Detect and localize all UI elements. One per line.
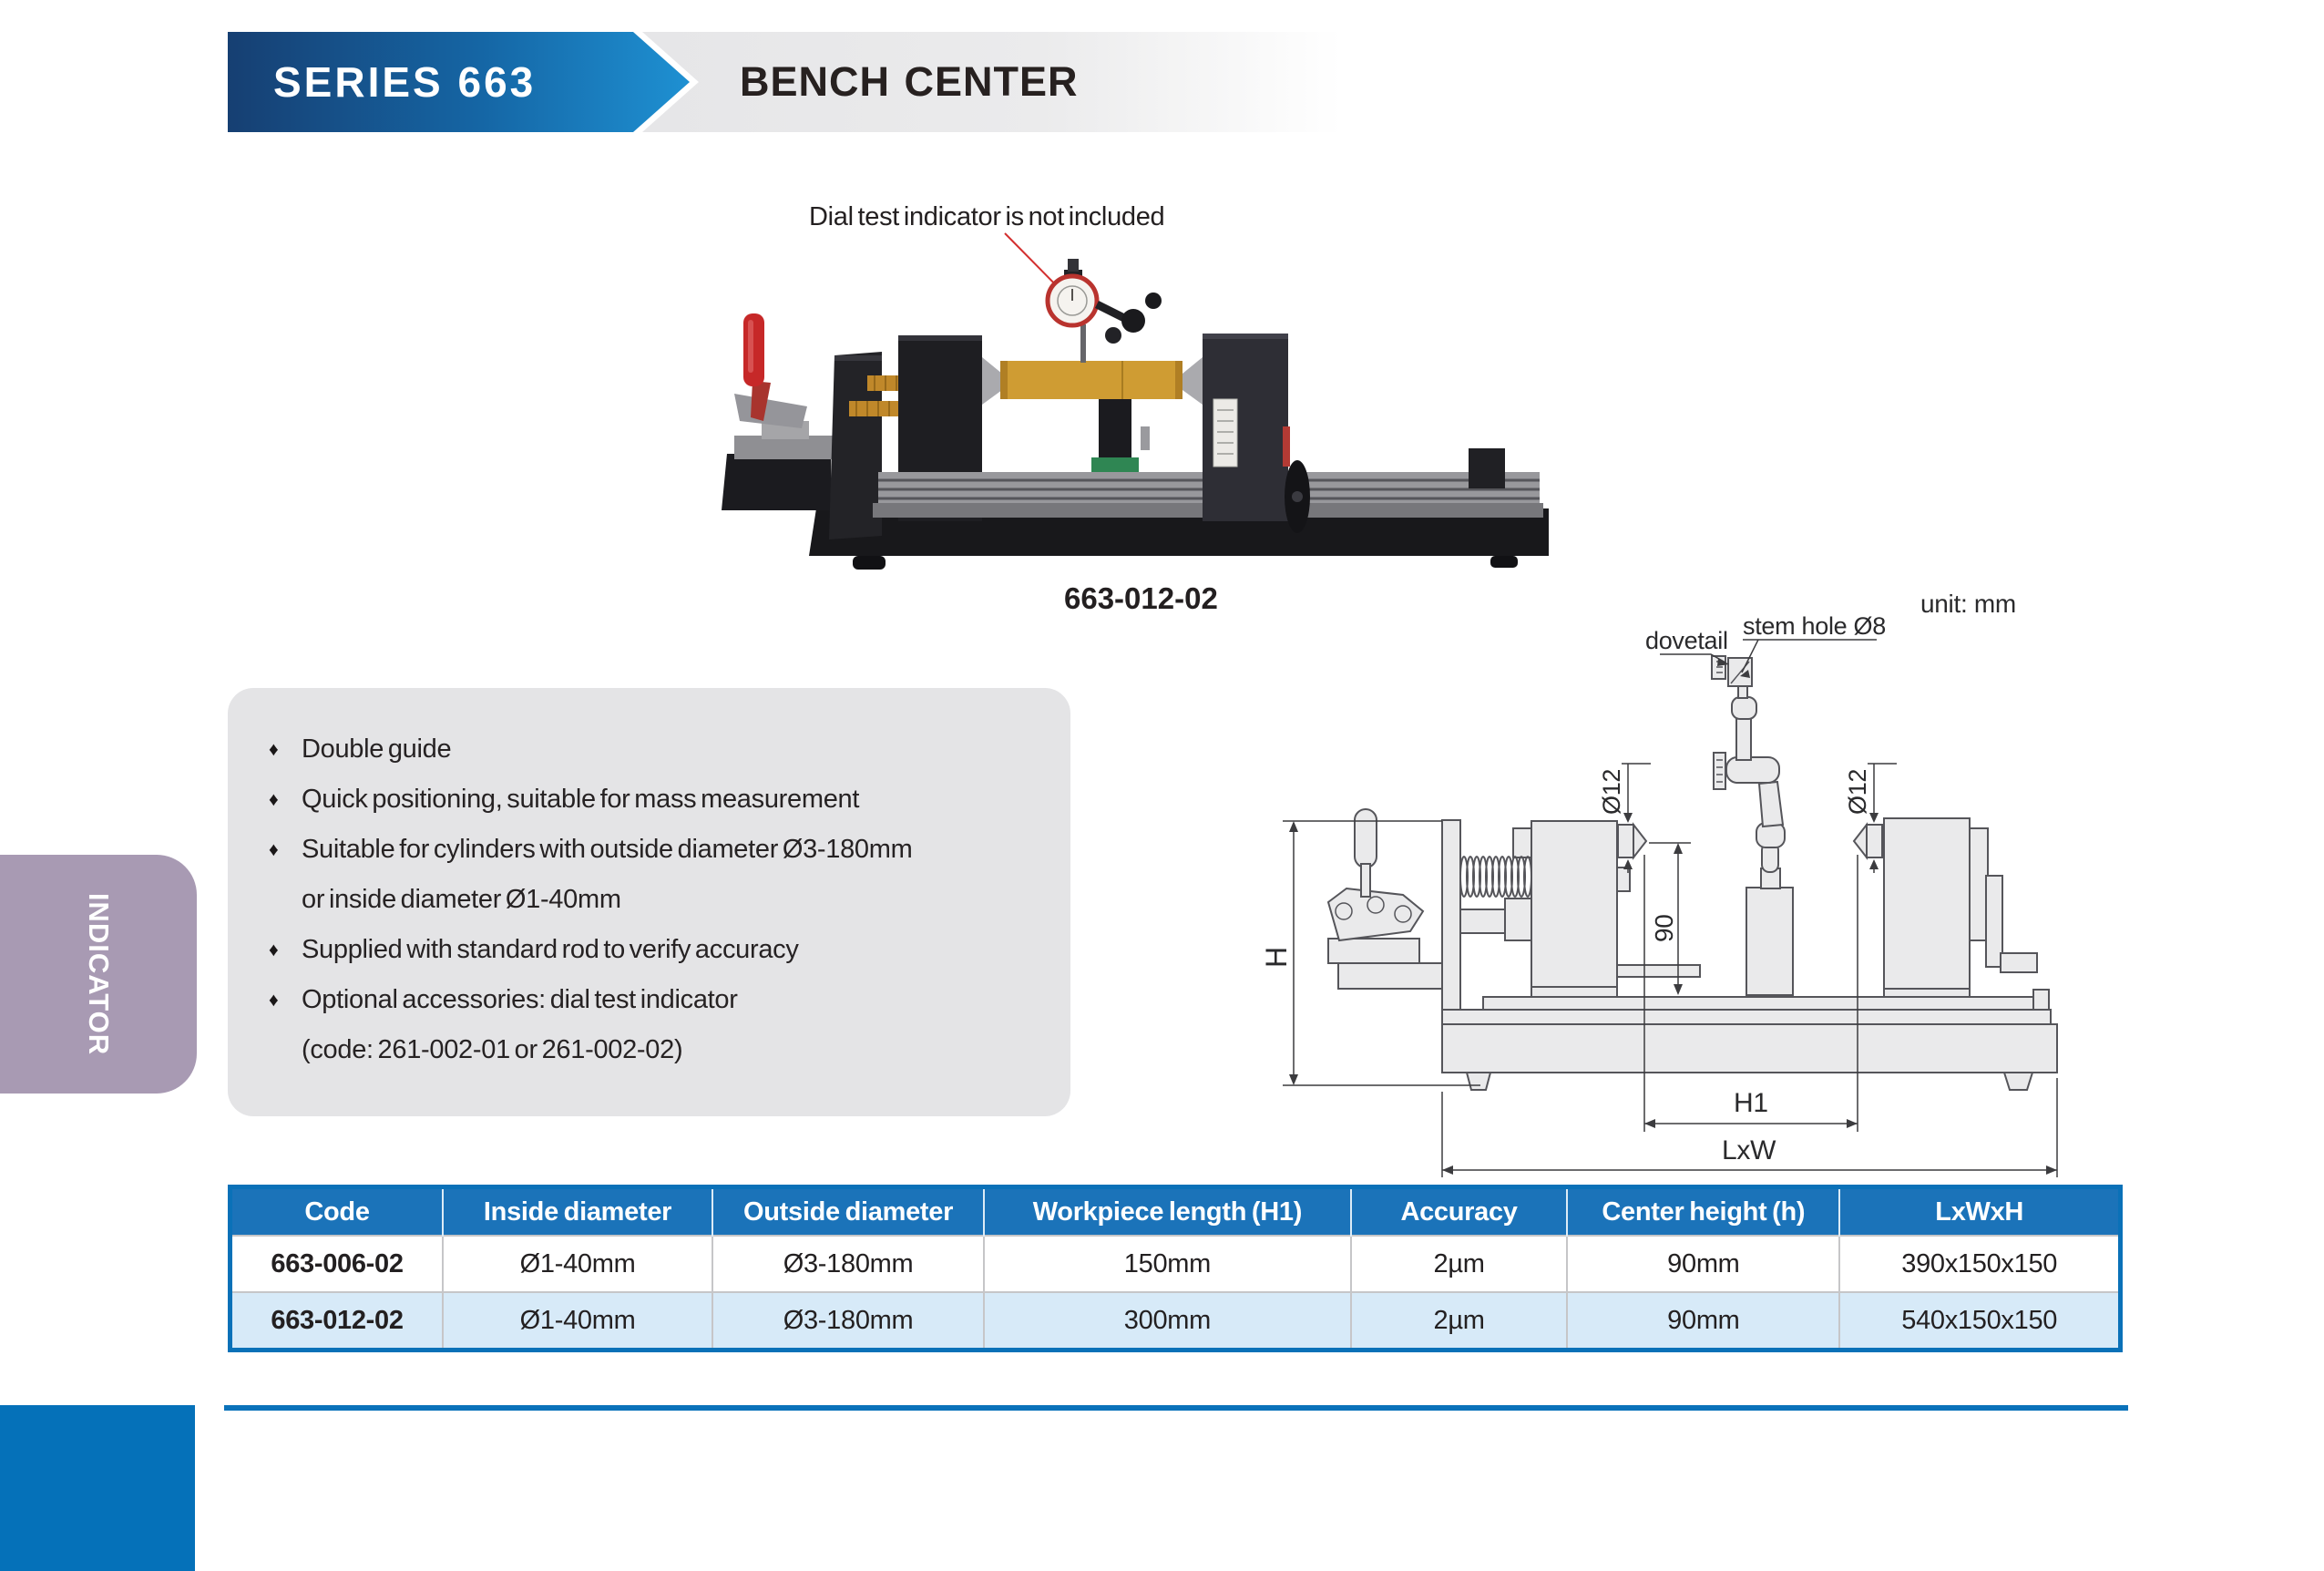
cell-workpiece-length: 150mm: [983, 1235, 1351, 1292]
cell-inside-diameter: Ø1-40mm: [442, 1235, 713, 1292]
table-row: 663-012-02 Ø1-40mm Ø3-180mm 300mm 2µm 90…: [230, 1291, 2121, 1350]
col-header-outside-diameter: Outside diameter: [712, 1186, 985, 1236]
dim-h1-label: H1: [1734, 1088, 1768, 1118]
cell-center-height: 90mm: [1566, 1291, 1840, 1350]
feature-item-continuation: or inside diameter Ø1-40mm: [302, 885, 621, 914]
bottom-left-corner-block: [0, 1405, 195, 1571]
cell-outside-diameter: Ø3-180mm: [712, 1291, 985, 1350]
dim-lxw-label: LxW: [1722, 1135, 1776, 1165]
series-label: SERIES 663: [273, 58, 537, 106]
stem-hole-label: stem hole Ø8: [1743, 612, 1886, 640]
photo-annotation: Dial test indicator is not included: [809, 202, 1165, 231]
technical-drawing: unit: mm dovetail stem hole Ø8 Ø12 Ø12 9…: [1260, 590, 2058, 1177]
cell-center-height: 90mm: [1566, 1235, 1840, 1292]
cell-accuracy: 2µm: [1349, 1291, 1568, 1350]
feature-item: ♦Supplied with standard rod to verify ac…: [269, 931, 799, 968]
cell-inside-diameter: Ø1-40mm: [442, 1291, 713, 1350]
cell-lxwxh: 540x150x150: [1838, 1291, 2121, 1350]
cell-code: 663-006-02: [230, 1235, 444, 1292]
col-header-code: Code: [230, 1186, 444, 1236]
col-header-accuracy: Accuracy: [1349, 1186, 1568, 1236]
feature-item-continuation: (code: 261-002-01 or 261-002-02): [302, 1035, 683, 1064]
spring-coils: [1459, 856, 1532, 898]
cell-accuracy: 2µm: [1349, 1235, 1568, 1292]
bullet-diamond-icon: ♦: [269, 739, 279, 760]
cell-lxwxh: 390x150x150: [1838, 1235, 2121, 1292]
col-header-inside-diameter: Inside diameter: [442, 1186, 713, 1236]
workpiece-cylinder: [1000, 361, 1182, 399]
feature-item: ♦Double guide: [269, 731, 452, 767]
center-height-90-label: 90: [1650, 914, 1678, 942]
bottom-separator-rule: [224, 1405, 2128, 1411]
product-code-caption: 663-012-02: [1064, 581, 1218, 615]
table-row: 663-006-02 Ø1-40mm Ø3-180mm 150mm 2µm 90…: [230, 1235, 2121, 1292]
feature-item: ♦Optional accessories: dial test indicat…: [269, 981, 738, 1018]
product-photo: [722, 232, 1549, 570]
col-header-lxwxh: LxWxH: [1838, 1186, 2121, 1236]
spec-sticker: [1213, 398, 1238, 467]
dovetail-label: dovetail: [1645, 627, 1728, 654]
cell-workpiece-length: 300mm: [983, 1291, 1351, 1350]
bullet-diamond-icon: ♦: [269, 789, 279, 810]
bullet-diamond-icon: ♦: [269, 839, 279, 860]
table-header-row: Code Inside diameter Outside diameter Wo…: [230, 1186, 2121, 1236]
feature-item: ♦Suitable for cylinders with outside dia…: [269, 831, 913, 868]
feature-item: ♦Quick positioning, suitable for mass me…: [269, 781, 859, 817]
unit-label: unit: mm: [1920, 590, 2016, 618]
header-series-arrow: [228, 32, 690, 132]
dial-indicator: [1045, 259, 1162, 363]
linear-guide-block: [1091, 457, 1139, 472]
dim-h-label: H: [1260, 947, 1293, 968]
cell-code: 663-012-02: [230, 1291, 444, 1350]
cell-outside-diameter: Ø3-180mm: [712, 1235, 985, 1292]
feature-box: ♦Double guide ♦Quick positioning, suitab…: [228, 688, 1070, 1116]
page-title: BENCH CENTER: [740, 58, 1079, 105]
dia12-left-label: Ø12: [1598, 769, 1625, 815]
bullet-diamond-icon: ♦: [269, 990, 279, 1011]
header-gray-band: [642, 32, 1371, 132]
sidebar-tab-indicator: INDICATOR: [0, 855, 197, 1094]
spec-table: Code Inside diameter Outside diameter Wo…: [228, 1185, 2123, 1352]
dia12-right-label: Ø12: [1844, 769, 1871, 815]
bullet-diamond-icon: ♦: [269, 940, 279, 960]
machine-base: [809, 508, 1549, 556]
col-header-center-height: Center height (h): [1566, 1186, 1840, 1236]
toggle-clamp-handle: [743, 313, 764, 386]
col-header-workpiece-length: Workpiece length (H1): [983, 1186, 1351, 1236]
sidebar-tab-label: INDICATOR: [83, 892, 115, 1056]
